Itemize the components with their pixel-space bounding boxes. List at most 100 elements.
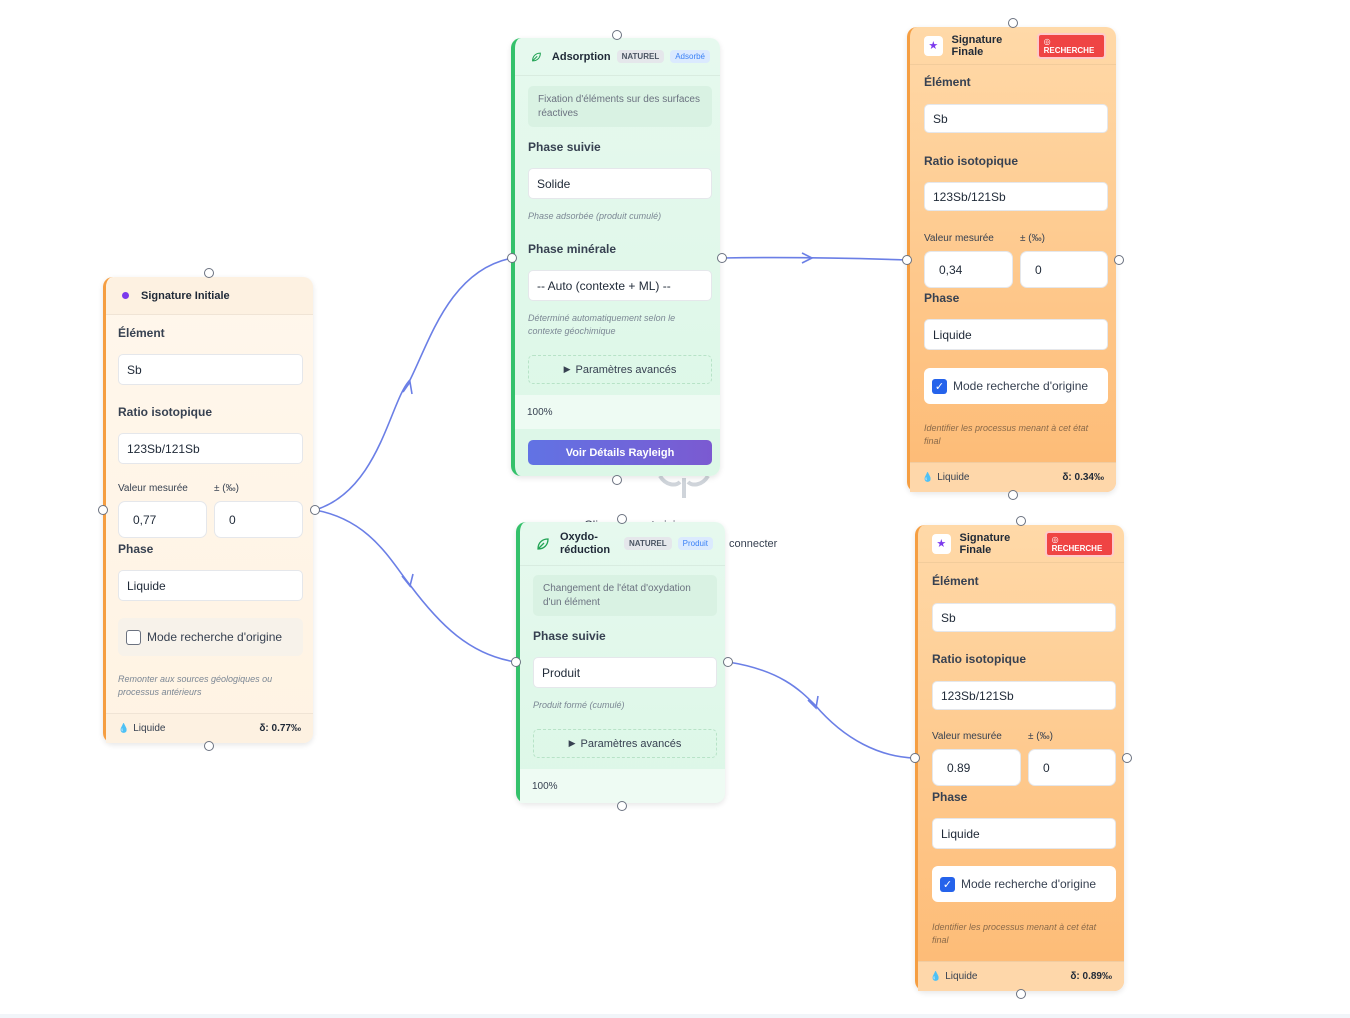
node-header[interactable]: Signature Initiale [106,277,313,315]
handle-right[interactable] [310,505,320,515]
edge-initiale-oxydo[interactable] [314,509,517,663]
ratio-label: Ratio isotopique [118,405,212,419]
handle-bottom[interactable] [1016,989,1026,999]
handle-bottom[interactable] [617,801,627,811]
handle-top[interactable] [1008,18,1018,28]
element-label: Élément [924,75,971,89]
handle-right[interactable] [1114,255,1124,265]
handle-bottom[interactable] [612,475,622,485]
handle-right[interactable] [723,657,733,667]
edge-oxydo-finale2[interactable] [727,661,916,759]
star-icon: ★ [932,533,951,554]
handle-top[interactable] [617,514,627,524]
valeur-label: Valeur mesurée [924,233,994,244]
rayleigh-details-button[interactable]: Voir Détails Rayleigh [528,440,712,465]
leaf-icon [532,52,541,61]
node-title: Signature Finale [951,33,1003,58]
edge-adsorption-finale1[interactable] [721,256,908,261]
badge-state: Adsorbé [670,50,710,63]
mode-recherche-toggle[interactable]: ✓ Mode recherche d'origine [932,866,1116,902]
node-title: Adsorption [551,50,611,63]
ratio-input[interactable]: 123Sb/121Sb [924,182,1108,211]
mode-label: Mode recherche d'origine [953,379,1089,393]
handle-bottom[interactable] [1008,490,1018,500]
star-icon: ★ [924,35,943,56]
element-label: Élément [932,574,979,588]
target-icon: ◎ [1051,534,1059,544]
node-footer: 💧Liquide δ: 0.89‰ [918,961,1124,991]
node-signature-initiale[interactable]: Signature Initiale Élément Sb Ratio isot… [103,277,313,743]
handle-left[interactable] [98,505,108,515]
edge-arrow-3 [801,252,814,264]
phase-suivie-label: Phase suivie [528,140,601,154]
process-description: Fixation d'éléments sur des surfaces réa… [528,86,712,127]
progress-percent: 100% [520,769,725,803]
footer-delta: δ: 0.89‰ [1070,971,1112,982]
handle-left[interactable] [902,255,912,265]
hint-graphic [658,472,710,500]
checkbox-checked-icon[interactable]: ✓ [940,876,955,892]
handle-right[interactable] [1122,753,1132,763]
node-adsorption[interactable]: Adsorption NATUREL Adsorbé Fixation d'él… [511,38,720,476]
footer-phase: Liquide [945,971,978,982]
pm-label: ± (‰) [1020,233,1045,244]
handle-top[interactable] [204,268,214,278]
phase-suivie-select[interactable]: Produit [533,657,717,688]
triangle-right-icon: ▶ [568,738,576,748]
ratio-label: Ratio isotopique [924,154,1018,168]
valeur-input[interactable]: 0,34 [924,251,1013,288]
phase-select[interactable]: Liquide [924,319,1108,350]
phase-suivie-select[interactable]: Solide [528,168,712,199]
element-input[interactable]: Sb [932,603,1116,632]
pm-input[interactable]: 0 [1020,251,1108,288]
water-drop-icon: 💧 [930,971,942,981]
element-input[interactable]: Sb [924,104,1108,133]
node-footer: 💧Liquide δ: 0.34‰ [910,462,1116,492]
valeur-input[interactable]: 0,77 [118,501,207,538]
phase-minerale-select[interactable]: -- Auto (contexte + ML) -- [528,270,712,301]
pm-label: ± (‰) [214,483,239,494]
ratio-input[interactable]: 123Sb/121Sb [932,681,1116,710]
handle-left[interactable] [511,657,521,667]
node-signature-finale-2[interactable]: ★ Signature Finale ◎ RECHERCHE Élément S… [915,525,1124,991]
pm-input[interactable]: 0 [214,501,303,538]
mode-recherche-toggle[interactable]: Mode recherche d'origine [118,618,303,656]
phase-label: Phase [118,542,154,556]
valeur-label: Valeur mesurée [118,483,188,494]
advanced-params-toggle[interactable]: ▶ Paramètres avancés [528,355,712,384]
mode-recherche-toggle[interactable]: ✓ Mode recherche d'origine [924,368,1108,404]
node-header[interactable]: Adsorption NATUREL Adsorbé [515,38,720,76]
checkbox-unchecked-icon[interactable] [126,629,141,645]
badge-recherche: ◎ RECHERCHE [1044,530,1114,557]
phase-label: Phase [932,790,968,804]
handle-right[interactable] [717,253,727,263]
phase-select[interactable]: Liquide [932,818,1116,849]
phase-select[interactable]: Liquide [118,570,303,601]
node-signature-finale-1[interactable]: ★ Signature Finale ◎ RECHERCHE Élément S… [907,27,1116,492]
ratio-input[interactable]: 123Sb/121Sb [118,433,303,464]
pm-input[interactable]: 0 [1028,749,1116,786]
handle-top[interactable] [612,30,622,40]
element-input[interactable]: Sb [118,354,303,385]
edge-initiale-adsorption[interactable] [314,257,513,511]
node-header[interactable]: Oxydo-réduction NATUREL Produit [520,522,725,566]
node-header[interactable]: ★ Signature Finale ◎ RECHERCHE [918,525,1124,563]
handle-bottom[interactable] [204,741,214,751]
progress-percent: 100% [515,395,720,429]
node-oxydoreduction[interactable]: Oxydo-réduction NATUREL Produit Changeme… [516,522,725,803]
handle-left[interactable] [507,253,517,263]
footer-delta: δ: 0.77‰ [259,723,301,734]
canvas-hint-line2: connecter [729,538,778,550]
node-header[interactable]: ★ Signature Finale ◎ RECHERCHE [910,27,1116,65]
valeur-input[interactable]: 0.89 [932,749,1021,786]
mode-hint: Remonter aux sources géologiques ou proc… [118,674,273,697]
handle-top[interactable] [1016,516,1026,526]
advanced-label: Paramètres avancés [575,363,677,376]
water-drop-icon: 💧 [118,723,130,733]
checkbox-checked-icon[interactable]: ✓ [932,378,947,394]
advanced-params-toggle[interactable]: ▶ Paramètres avancés [533,729,717,758]
phase-label: Phase [924,291,960,305]
handle-left[interactable] [910,753,920,763]
mode-label: Mode recherche d'origine [961,877,1097,891]
